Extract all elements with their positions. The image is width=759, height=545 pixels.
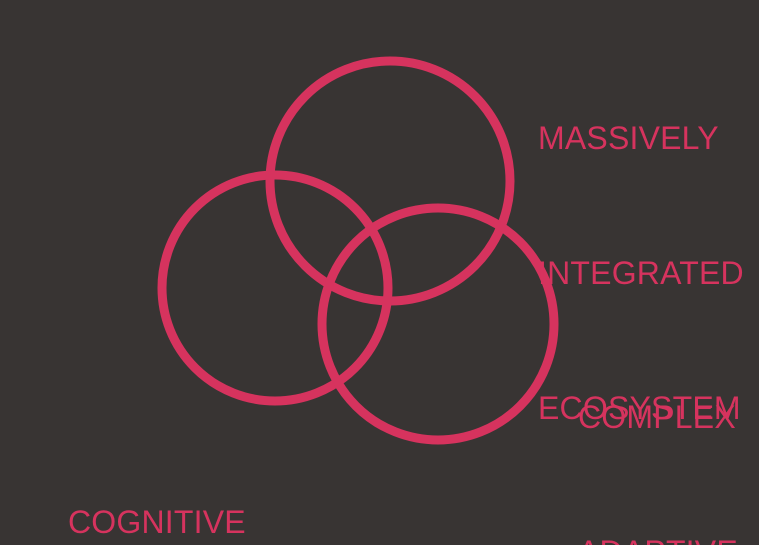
label-line-1: MASSIVELY	[538, 120, 719, 156]
label-line-3: ECOSYSTEM	[538, 390, 741, 426]
venn-circle-left[interactable]	[157, 170, 393, 406]
label-line-2: ADAPTIVE	[578, 530, 739, 545]
venn-circle-right[interactable]	[317, 203, 559, 445]
label-line-1: COMPLEX	[578, 399, 736, 435]
label-massively-integrated-ecosystem: MASSIVELY INTEGRATED ECOSYSTEM	[538, 26, 744, 521]
label-cognitive-usage-patterns: COGNITIVE USAGE PATTERNS	[68, 410, 358, 545]
label-line-1: COGNITIVE	[68, 504, 246, 540]
label-complex-adaptive-demands: COMPLEX ADAPTIVE DEMANDS	[578, 305, 739, 545]
label-line-2: INTEGRATED	[538, 255, 744, 291]
